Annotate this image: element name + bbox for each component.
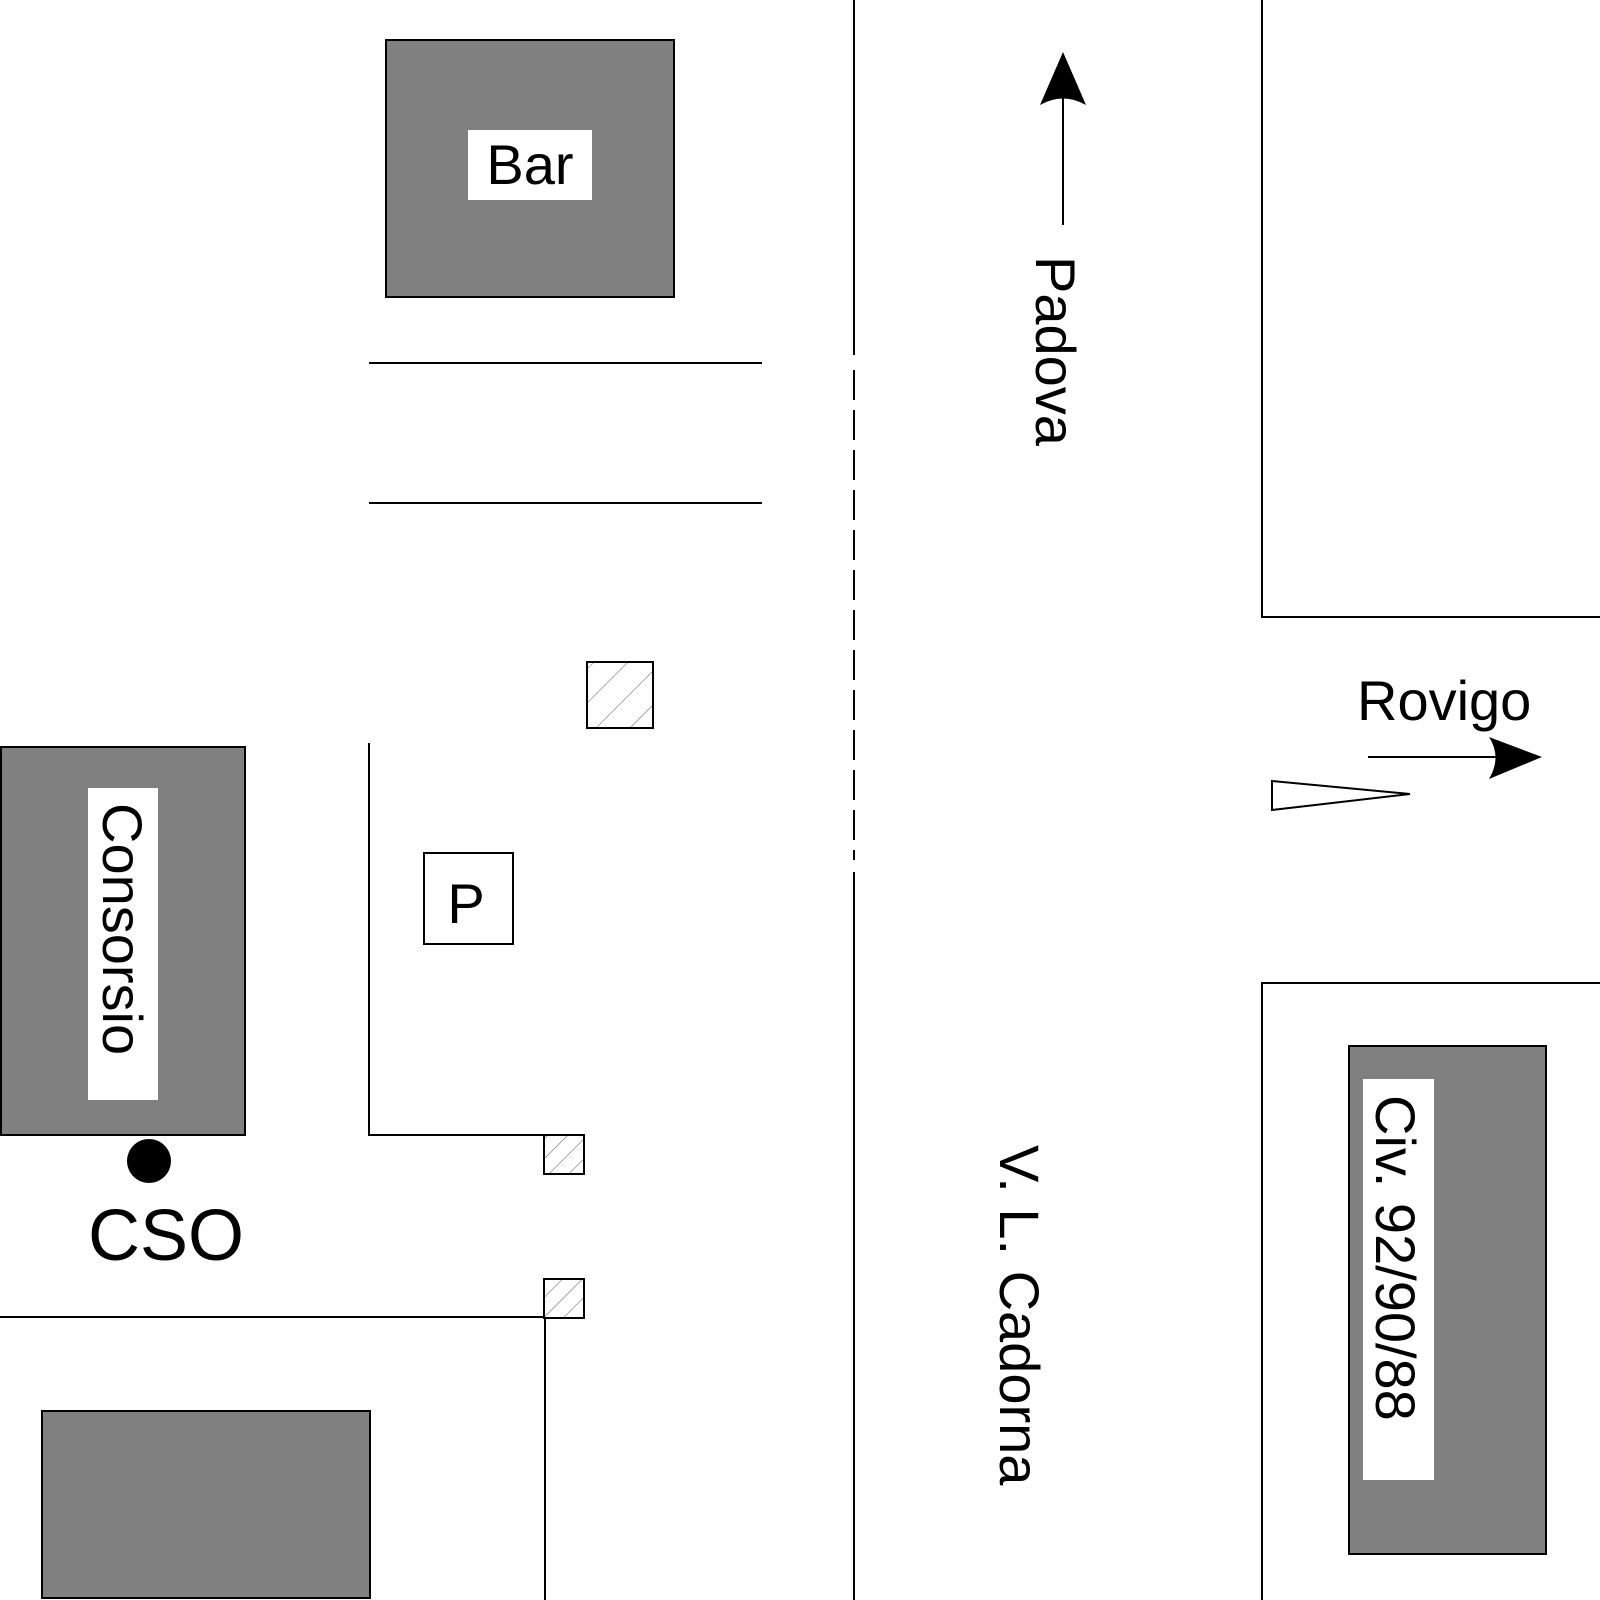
- hatched-box-upper: [586, 661, 654, 729]
- building-consorsio-label-bg: [88, 788, 158, 1100]
- building-civico: Civ. 92/90/88: [1348, 1045, 1547, 1555]
- cso-dot-icon: [127, 1139, 171, 1183]
- marker-cso-label: CSO: [88, 1196, 244, 1276]
- building-bar: Bar: [385, 39, 675, 298]
- building-consorsio-label: Consorsio: [91, 803, 154, 1055]
- marker-parking: P: [423, 852, 514, 945]
- arrow-up-icon: [1040, 52, 1086, 105]
- triangle-pointer-icon: [1271, 779, 1411, 812]
- marker-parking-label: P: [447, 872, 484, 935]
- direction-padova: Padova: [1024, 52, 1087, 447]
- parking-lot-outline: [368, 743, 545, 1136]
- block-outline-bottom-right: [1261, 982, 1600, 1600]
- block-outline-top-right: [1261, 0, 1600, 618]
- building-civico-label: Civ. 92/90/88: [1364, 1095, 1427, 1421]
- arrow-right-icon: [1489, 737, 1542, 779]
- direction-padova-label: Padova: [1024, 256, 1087, 447]
- hatched-box-lower: [543, 1278, 585, 1319]
- building-bar-label-bg: [468, 130, 592, 200]
- street-cadorna-label: V. L. Cadorna: [988, 1145, 1051, 1486]
- building-unlabeled: [41, 1410, 371, 1599]
- parking-sign-icon: [423, 852, 514, 945]
- building-civico-label-bg: [1363, 1079, 1434, 1480]
- hatched-box-middle: [543, 1134, 585, 1175]
- marker-cso: CSO: [88, 1139, 244, 1276]
- direction-rovigo: Rovigo: [1357, 669, 1542, 779]
- building-bar-label: Bar: [486, 133, 573, 196]
- building-consorsio: Consorsio: [0, 746, 246, 1136]
- direction-rovigo-label: Rovigo: [1357, 669, 1531, 732]
